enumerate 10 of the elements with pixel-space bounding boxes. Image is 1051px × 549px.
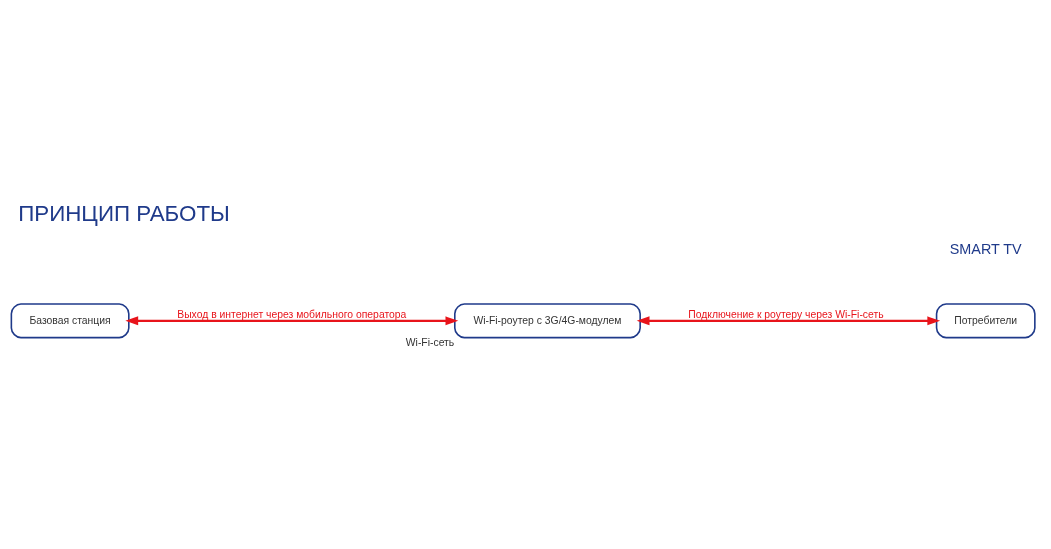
node-box: Потребители <box>935 303 1036 339</box>
edge-label: Выход в интернет через мобильного оператора <box>177 308 407 320</box>
arrow <box>636 316 941 326</box>
diagram-title: ПРИНЦИП РАБОТЫ <box>18 201 230 227</box>
node-label: Wi-Fi-сеть <box>405 336 455 348</box>
label: SMART TV <box>949 241 1022 258</box>
node-box: Базовая станция <box>10 303 130 339</box>
edge-label: Подключение к роутеру через Wi-Fi-сеть <box>688 308 884 320</box>
arrow <box>125 316 459 326</box>
node-box: Wi-Fi-роутер с 3G/4G-модулем <box>454 303 641 339</box>
